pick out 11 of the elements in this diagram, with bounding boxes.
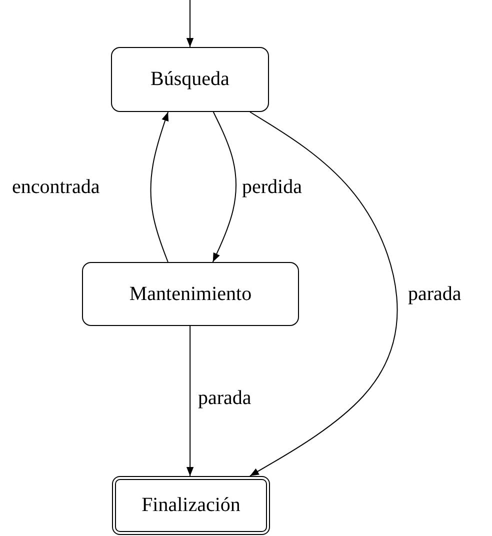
state-box [82,262,299,326]
final-state-box [112,476,270,535]
state-box [111,47,269,112]
arrow [212,112,236,262]
state-name: Finalización [142,494,240,517]
arrow [186,0,194,48]
state-name: Mantenimiento [129,282,252,306]
arrow [186,326,194,476]
arrow [249,112,398,476]
arrow [150,112,169,262]
state-name: Búsqueda [150,68,230,91]
